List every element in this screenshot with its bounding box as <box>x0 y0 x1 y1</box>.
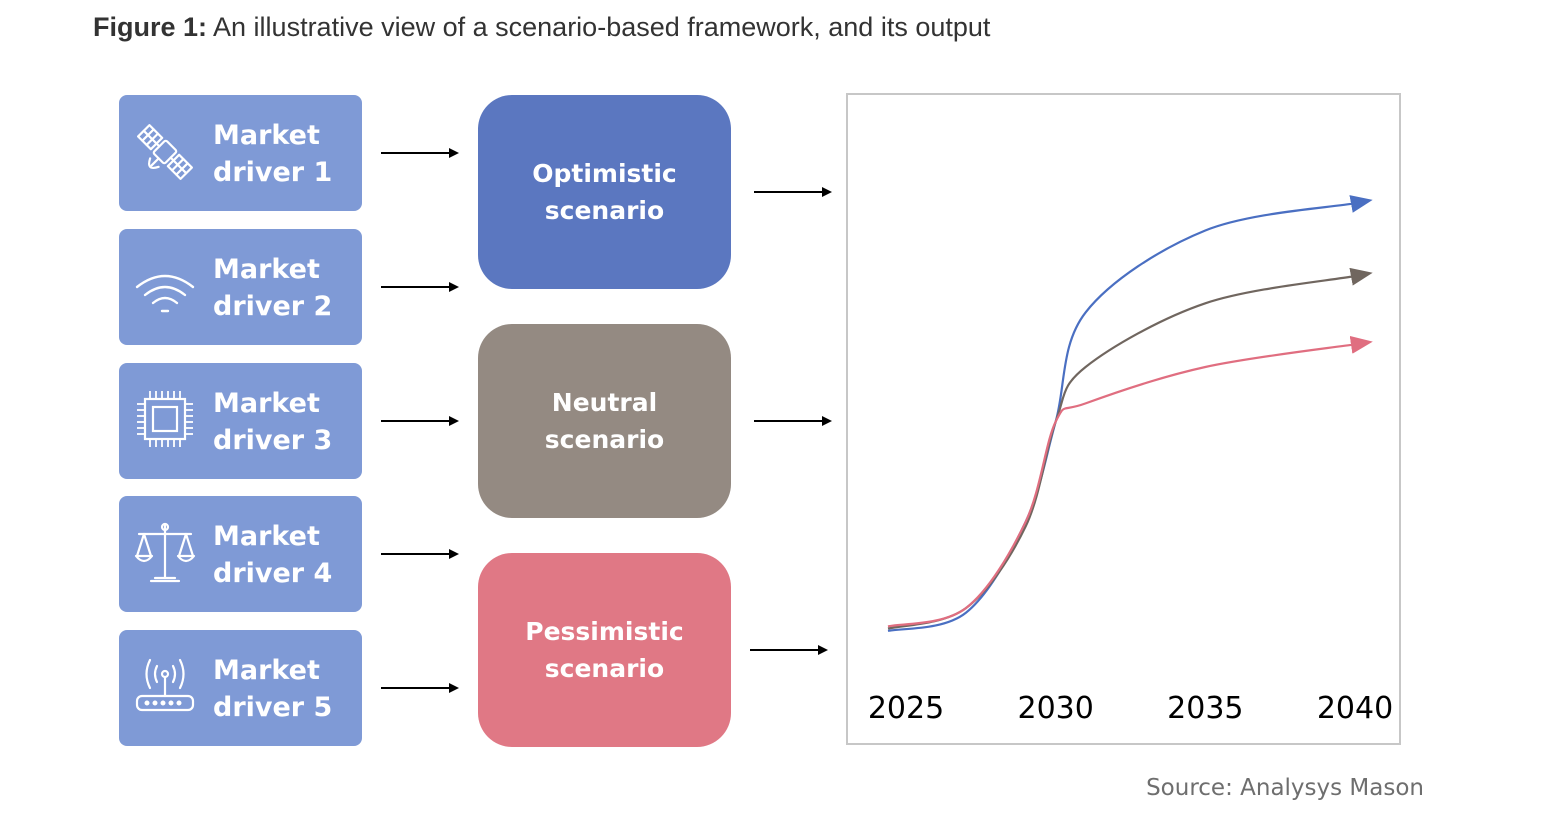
x-tick-label: 2030 <box>1017 691 1093 726</box>
source-note: Source: Analysys Mason <box>1146 775 1424 801</box>
pessimistic-curve <box>887 335 1373 628</box>
chip-icon <box>133 385 197 455</box>
figure-caption: An illustrative view of a scenario-based… <box>207 12 991 42</box>
x-tick-label: 2035 <box>1167 691 1243 726</box>
scenario-neutral: Neutral scenario <box>478 324 731 518</box>
driver-label: Market driver 3 <box>213 385 332 459</box>
x-tick-label: 2040 <box>1317 691 1393 726</box>
driver-label-line1: Market <box>213 120 320 151</box>
x-ticks: 2025 2030 2035 2040 <box>868 691 1393 726</box>
market-driver-3: Market driver 3 <box>119 363 362 479</box>
market-driver-2: Market driver 2 <box>119 229 362 345</box>
scenario-label-line2: scenario <box>544 196 665 225</box>
router-icon <box>133 652 197 722</box>
driver-label-line2: driver 1 <box>213 157 333 188</box>
series-layer <box>887 195 1373 632</box>
x-tick-label: 2025 <box>868 691 944 726</box>
driver-label-line2: driver 4 <box>213 558 333 589</box>
driver-label: Market driver 2 <box>213 251 332 325</box>
driver-label-line1: Market <box>213 254 320 285</box>
scales-icon <box>133 518 197 588</box>
scenario-label-line1: Pessimistic <box>525 617 684 646</box>
driver-label: Market driver 1 <box>213 117 332 191</box>
neutral-curve <box>887 267 1373 630</box>
satellite-icon <box>133 117 197 187</box>
scenario-optimistic: Optimistic scenario <box>478 95 731 289</box>
wifi-icon <box>133 251 197 321</box>
driver-label-line2: driver 5 <box>213 692 333 723</box>
scenario-label: Neutral scenario <box>545 384 664 458</box>
scenario-label-line1: Optimistic <box>532 159 677 188</box>
driver-label-line2: driver 3 <box>213 425 333 456</box>
scenario-label-line1: Neutral <box>551 388 658 417</box>
driver-label-line1: Market <box>213 521 320 552</box>
scenario-label-line2: scenario <box>544 425 665 454</box>
market-driver-4: Market driver 4 <box>119 496 362 612</box>
driver-label-line1: Market <box>213 388 320 419</box>
scenario-label-line2: scenario <box>544 654 665 683</box>
figure-label: Figure 1: <box>93 12 208 42</box>
driver-label-line1: Market <box>213 655 320 686</box>
chart-frame <box>846 93 1401 745</box>
scenario-pessimistic: Pessimistic scenario <box>478 553 731 747</box>
scenario-label: Pessimistic scenario <box>525 613 683 687</box>
driver-label-line2: driver 2 <box>213 291 333 322</box>
figure-title: Figure 1: An illustrative view of a scen… <box>93 12 990 43</box>
market-driver-5: Market driver 5 <box>119 630 362 746</box>
market-driver-1: Market driver 1 <box>119 95 362 211</box>
driver-label: Market driver 4 <box>213 518 332 592</box>
optimistic-curve <box>887 195 1373 632</box>
driver-label: Market driver 5 <box>213 652 332 726</box>
scenario-label: Optimistic scenario <box>532 155 677 229</box>
